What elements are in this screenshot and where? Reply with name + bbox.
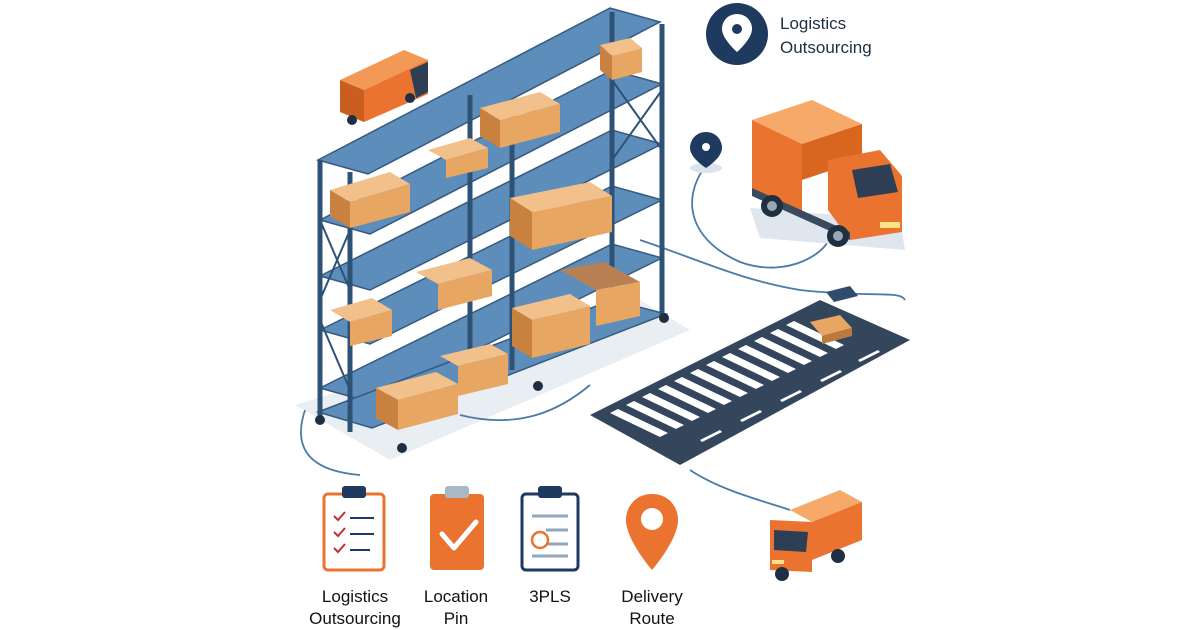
label-line-2: Pin: [443, 609, 469, 628]
delivery-truck-large: [750, 100, 905, 250]
label-line-1: Location: [423, 587, 489, 606]
scanner-device: [826, 286, 858, 302]
label-3pls: 3PLS: [510, 586, 590, 608]
label-location-pin: Location Pin: [406, 586, 506, 630]
label-delivery-route: Delivery Route: [604, 586, 700, 630]
checklist-clipboard-icon: [322, 486, 386, 572]
road-pallet-box: [810, 315, 852, 336]
route-line-van: [689, 469, 791, 511]
crosswalk: [610, 321, 844, 437]
delivery-van-small: [340, 50, 428, 125]
label-line-1: Delivery: [621, 587, 683, 606]
delivery-van-bottom: [770, 490, 862, 581]
label-logistics-outsourcing: Logistics Outsourcing: [296, 586, 414, 630]
lane-markings: [700, 350, 880, 442]
label-line-2: Route: [629, 609, 675, 628]
shelf-top: [315, 7, 663, 175]
label-line-1: Logistics: [321, 587, 389, 606]
route-line-rack: [300, 409, 361, 476]
warehouse-rack: [315, 7, 669, 453]
route-lines: [300, 164, 906, 511]
route-line-road: [639, 239, 906, 301]
brand-line-1: Logistics: [780, 14, 847, 33]
brand-line-2: Outsourcing: [780, 38, 872, 57]
route-line-mid: [459, 384, 591, 422]
brand-location-icon: [706, 3, 768, 65]
checkmark-clipboard-icon: [430, 486, 484, 570]
road: [590, 286, 910, 465]
rack-boxes: [330, 38, 642, 430]
label-line-1: 3PLS: [529, 587, 571, 606]
document-clipboard-icon: [520, 486, 580, 572]
label-line-2: Outsourcing: [309, 609, 401, 628]
brand-title: Logistics Outsourcing: [780, 12, 872, 60]
route-pin-icon: [690, 132, 722, 173]
route-line-truck: [691, 164, 831, 269]
map-pin-icon: [626, 494, 678, 570]
